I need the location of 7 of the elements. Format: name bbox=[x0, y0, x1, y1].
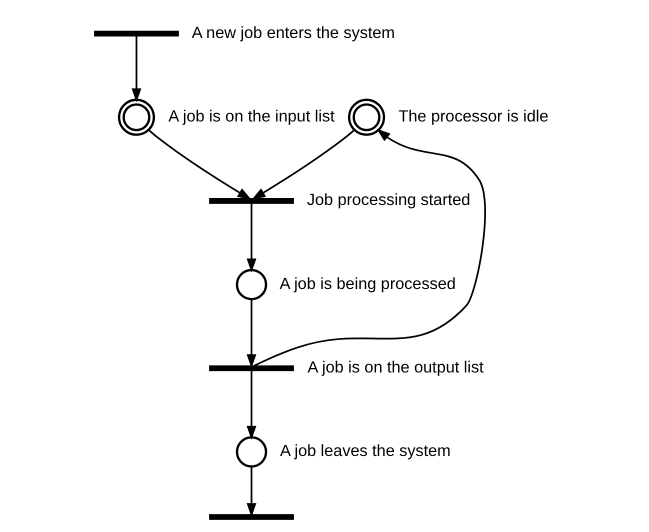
node-label: A job is on the input list bbox=[168, 108, 334, 126]
node-label: A job leaves the system bbox=[280, 442, 450, 460]
node-label: A job is being processed bbox=[279, 274, 456, 293]
node-label: A new job enters the system bbox=[191, 24, 394, 42]
node-label: Job processing started bbox=[306, 191, 470, 210]
node-label: A job is on the output list bbox=[307, 358, 484, 377]
node-label: The processor is idle bbox=[398, 108, 548, 126]
